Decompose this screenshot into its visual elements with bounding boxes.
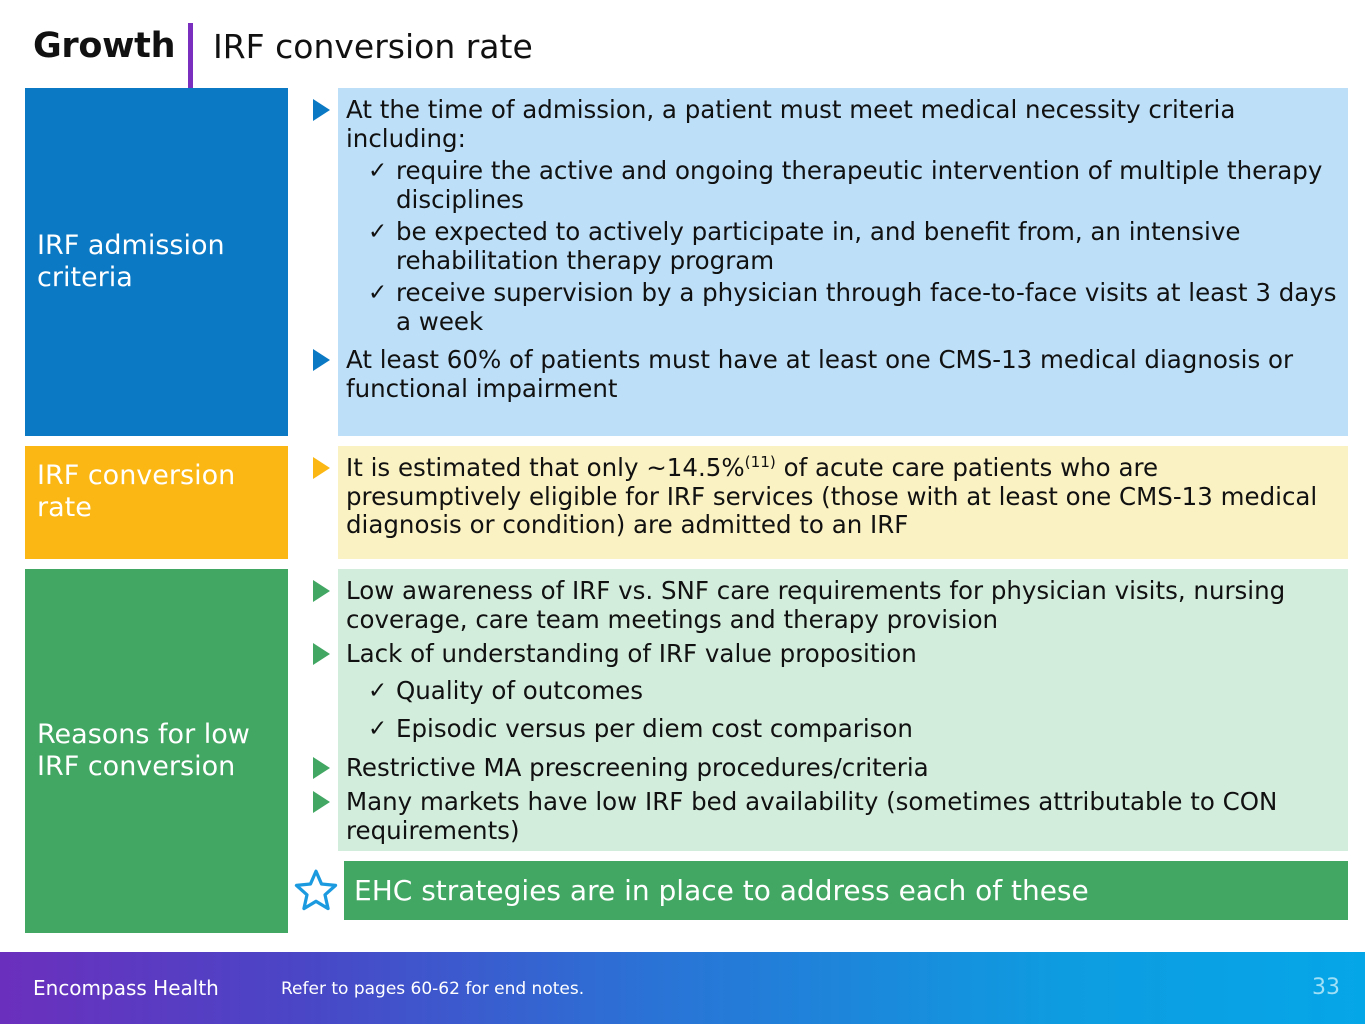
check-icon: ✓ bbox=[368, 219, 388, 245]
sub-bullet-text: Episodic versus per diem cost comparison bbox=[396, 714, 913, 743]
sub-bullet-text: require the active and ongoing therapeut… bbox=[396, 156, 1323, 214]
bullet-text: It is estimated that only ~14.5%(11) of … bbox=[346, 452, 1338, 540]
sub-bullet-item: ✓ Quality of outcomes bbox=[368, 675, 1338, 706]
footnote-superscript: (11) bbox=[744, 452, 776, 471]
sub-bullet-text: receive supervision by a physician throu… bbox=[396, 278, 1337, 336]
star-icon bbox=[294, 869, 338, 911]
triangle-bullet-icon bbox=[313, 791, 330, 813]
section-label-reasons-for-low-irf-conversion: Reasons for low IRF conversion bbox=[25, 569, 288, 933]
strategies-banner: EHC strategies are in place to address e… bbox=[338, 861, 1348, 920]
triangle-bullet-icon bbox=[313, 580, 330, 602]
triangle-bullet-icon bbox=[313, 457, 330, 479]
sub-bullet-item: ✓ require the active and ongoing therape… bbox=[368, 156, 1338, 214]
bullet-item: At the time of admission, a patient must… bbox=[313, 95, 1338, 153]
bullet-text: Low awareness of IRF vs. SNF care requir… bbox=[346, 576, 1286, 634]
section-content-reasons-for-low-irf-conversion: Low awareness of IRF vs. SNF care requir… bbox=[313, 569, 1348, 851]
bullet-text-pre: It is estimated that only ~14.5% bbox=[346, 453, 745, 482]
footer-brand: Encompass Health bbox=[33, 976, 219, 1000]
bullet-item: Restrictive MA prescreening procedures/c… bbox=[313, 752, 1338, 783]
footer-endnote: Refer to pages 60-62 for end notes. bbox=[281, 979, 585, 999]
sub-bullet-item: ✓ receive supervision by a physician thr… bbox=[368, 278, 1338, 336]
bullet-text: Many markets have low IRF bed availabili… bbox=[346, 787, 1278, 845]
triangle-bullet-icon bbox=[313, 349, 330, 371]
sub-bullet-text: be expected to actively participate in, … bbox=[396, 217, 1241, 275]
bullet-text-post: of acute care patients who are presumpti… bbox=[346, 453, 1318, 539]
page-number: 33 bbox=[1312, 975, 1340, 1000]
section-label-text: Reasons for low IRF conversion bbox=[37, 719, 250, 782]
title-divider bbox=[188, 23, 193, 89]
bullet-item: Many markets have low IRF bed availabili… bbox=[313, 787, 1338, 845]
check-icon: ✓ bbox=[368, 677, 388, 704]
sub-bullet-item: ✓ Episodic versus per diem cost comparis… bbox=[368, 714, 1338, 744]
section-content-irf-conversion-rate: It is estimated that only ~14.5%(11) of … bbox=[313, 446, 1348, 559]
check-icon: ✓ bbox=[368, 158, 388, 184]
slide-header: Growth IRF conversion rate bbox=[0, 22, 1365, 89]
page-subtitle: IRF conversion rate bbox=[213, 27, 533, 66]
bullet-text: Restrictive MA prescreening procedures/c… bbox=[346, 752, 929, 782]
bullet-item: At least 60% of patients must have at le… bbox=[313, 345, 1338, 403]
section-label-text: IRF admission criteria bbox=[37, 230, 225, 293]
page-title-growth: Growth bbox=[33, 26, 176, 66]
section-label-text: IRF conversion rate bbox=[37, 460, 236, 523]
check-icon: ✓ bbox=[368, 716, 388, 742]
section-content-irf-admission-criteria: At the time of admission, a patient must… bbox=[313, 88, 1348, 436]
bullet-text: Lack of understanding of IRF value propo… bbox=[346, 639, 917, 668]
sub-bullet-item: ✓ be expected to actively participate in… bbox=[368, 217, 1338, 275]
bullet-item: It is estimated that only ~14.5%(11) of … bbox=[313, 452, 1338, 540]
strategies-banner-text: EHC strategies are in place to address e… bbox=[354, 874, 1089, 907]
bullet-item: Lack of understanding of IRF value propo… bbox=[313, 639, 1338, 669]
slide-footer: Encompass Health Refer to pages 60-62 fo… bbox=[0, 952, 1365, 1024]
triangle-bullet-icon bbox=[313, 99, 330, 121]
sub-bullet-text: Quality of outcomes bbox=[396, 675, 644, 705]
bullet-text: At the time of admission, a patient must… bbox=[346, 95, 1236, 153]
bullet-item: Low awareness of IRF vs. SNF care requir… bbox=[313, 576, 1338, 634]
triangle-bullet-icon bbox=[313, 756, 330, 779]
section-label-irf-admission-criteria: IRF admission criteria bbox=[25, 88, 288, 436]
section-label-irf-conversion-rate: IRF conversion rate bbox=[25, 446, 288, 559]
triangle-bullet-icon bbox=[313, 643, 330, 665]
bullet-text: At least 60% of patients must have at le… bbox=[346, 345, 1294, 403]
star-icon-container bbox=[288, 858, 344, 922]
check-icon: ✓ bbox=[368, 280, 388, 306]
